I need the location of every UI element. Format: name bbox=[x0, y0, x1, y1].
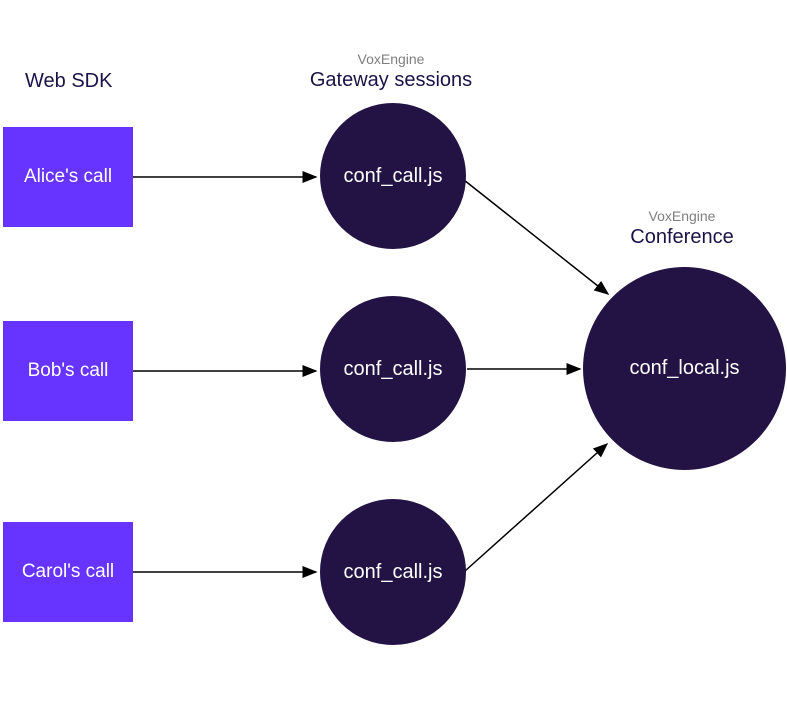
conference-title: Conference bbox=[630, 226, 734, 249]
node-gateway-session-1: conf_call.js bbox=[320, 103, 466, 249]
node-gateway-session-1-label: conf_call.js bbox=[343, 164, 443, 187]
conference-subtitle: VoxEngine bbox=[648, 208, 716, 224]
arrow-gateway3-to-conference bbox=[464, 443, 609, 572]
node-carol-call-label: Carol's call bbox=[21, 561, 115, 582]
node-alice-call-label: Alice's call bbox=[23, 166, 113, 187]
node-conference-label: conf_local.js bbox=[629, 357, 740, 379]
gateway-sessions-heading: VoxEngine Gateway sessions bbox=[291, 51, 491, 92]
web-sdk-heading: Web SDK bbox=[25, 70, 113, 92]
conference-heading: VoxEngine Conference bbox=[582, 208, 782, 249]
node-gateway-session-2-label: conf_call.js bbox=[343, 357, 443, 380]
node-bob-call: Bob's call bbox=[3, 321, 133, 421]
node-bob-call-label: Bob's call bbox=[27, 360, 109, 381]
gateway-sessions-subtitle: VoxEngine bbox=[357, 51, 425, 67]
node-gateway-session-2: conf_call.js bbox=[320, 296, 466, 442]
node-carol-call: Carol's call bbox=[3, 522, 133, 622]
node-conference: conf_local.js bbox=[583, 267, 786, 470]
node-alice-call: Alice's call bbox=[3, 127, 133, 227]
node-gateway-session-3-label: conf_call.js bbox=[343, 560, 443, 583]
node-gateway-session-3: conf_call.js bbox=[320, 499, 466, 645]
gateway-sessions-title: Gateway sessions bbox=[309, 69, 473, 92]
